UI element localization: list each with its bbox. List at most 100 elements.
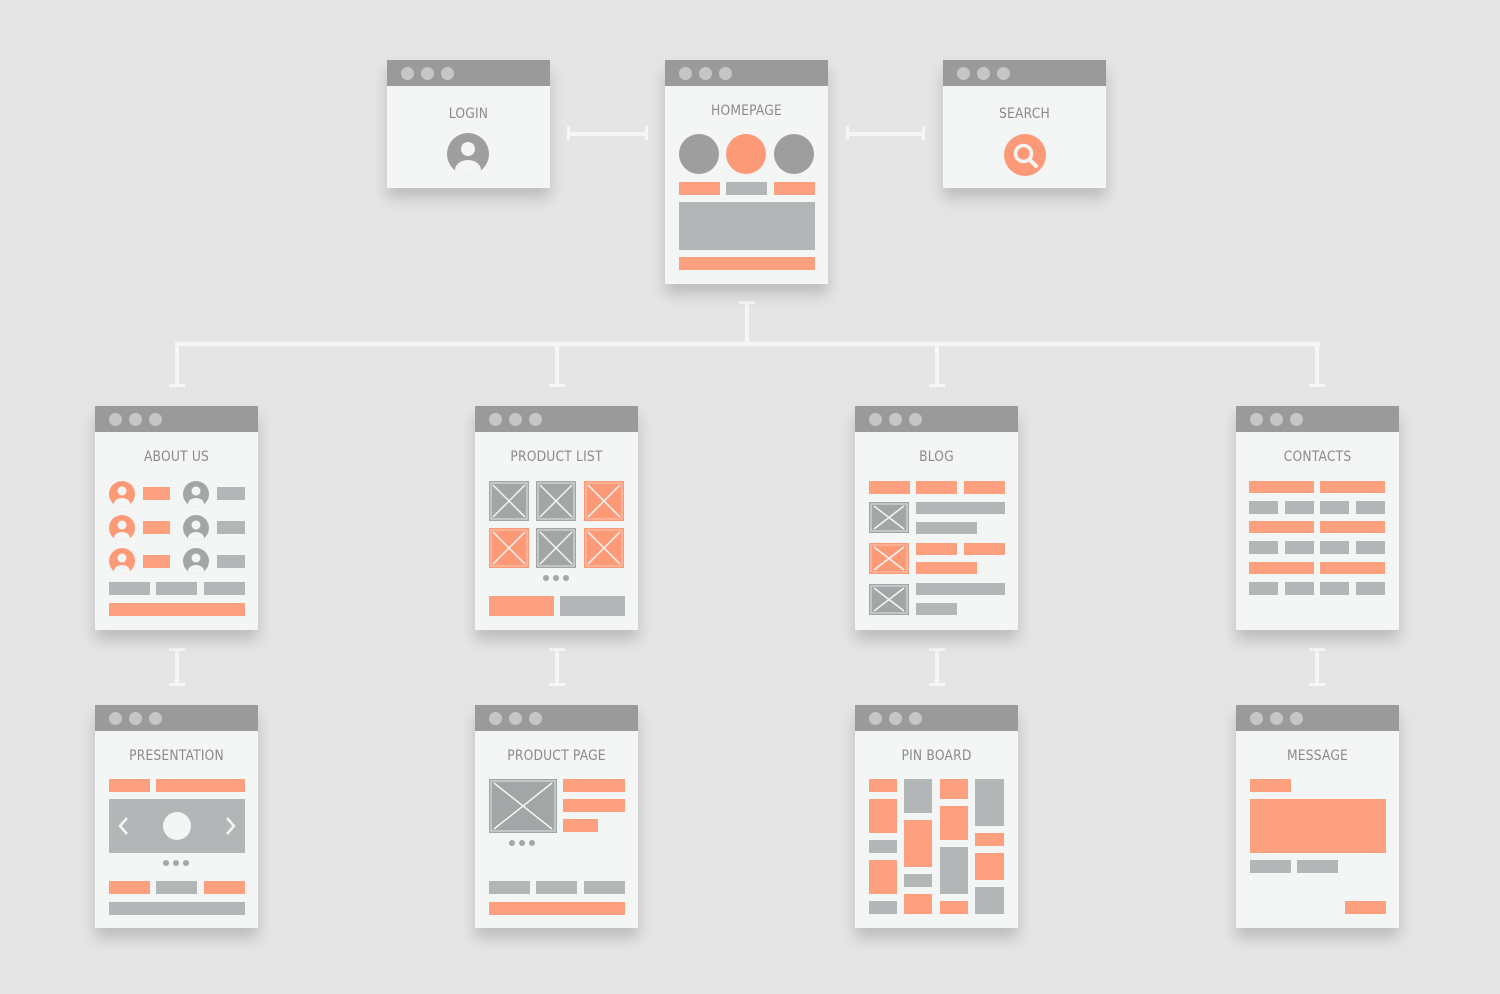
post-image-placeholder-icon (869, 543, 909, 574)
text-bar (204, 582, 245, 595)
label-bar (679, 182, 720, 195)
chevron-left-icon (118, 817, 128, 835)
contact-field-bar (1356, 582, 1385, 595)
name-bar (143, 555, 170, 568)
pin-card (869, 860, 897, 894)
team-member-avatar-icon (183, 481, 209, 507)
contact-heading-bar (1249, 562, 1314, 574)
pin-card (975, 887, 1004, 914)
pin-card (869, 901, 897, 914)
action-button-bar (560, 596, 625, 616)
footer-bar (109, 902, 245, 915)
product-page-window: PRODUCT PAGE (475, 705, 638, 928)
contact-field-bar (1285, 541, 1314, 554)
page-title: PRESENTATION (129, 748, 224, 764)
about-us-window: ABOUT US (95, 406, 258, 630)
pin-card (869, 779, 897, 792)
contacts-window: CONTACTS (1236, 406, 1399, 630)
image-placeholder-icon (536, 528, 576, 568)
image-placeholder-icon (584, 528, 624, 568)
product-info-bar (563, 819, 598, 832)
pin-card (869, 799, 897, 833)
contact-heading-bar (1320, 521, 1385, 533)
label-bar (774, 182, 815, 195)
blog-window: BLOG (855, 406, 1018, 630)
slideshow-area (109, 799, 245, 853)
window-titlebar (475, 705, 638, 731)
post-text-bar (916, 603, 957, 615)
heading-bar (109, 779, 150, 792)
page-title: CONTACTS (1283, 449, 1352, 465)
window-titlebar (475, 406, 638, 432)
pin-card (904, 820, 932, 867)
detail-bar (536, 881, 577, 894)
homepage-window: HOMEPAGE (665, 60, 828, 284)
post-text-bar (916, 502, 1005, 514)
contact-field-bar (1320, 582, 1349, 595)
name-bar (217, 487, 245, 500)
page-title: PIN BOARD (901, 748, 972, 764)
pin-card (975, 833, 1004, 846)
team-member-avatar-icon (109, 548, 135, 574)
post-image-placeholder-icon (869, 502, 909, 533)
post-text-bar (916, 583, 1005, 595)
contact-field-bar (1320, 541, 1349, 554)
contact-field-bar (1356, 501, 1385, 514)
window-titlebar (95, 406, 258, 432)
contact-field-bar (1249, 582, 1278, 595)
action-button-bar (489, 596, 554, 616)
field-bar (1297, 860, 1338, 873)
footer-bar (679, 257, 815, 270)
nav-bar (964, 481, 1005, 494)
post-text-bar (916, 543, 957, 555)
contact-field-bar (1285, 582, 1314, 595)
pin-card (940, 806, 968, 840)
post-text-bar (916, 562, 977, 574)
send-button-bar (1345, 901, 1386, 914)
window-titlebar (855, 705, 1018, 731)
window-titlebar (943, 60, 1106, 86)
text-bar (156, 582, 197, 595)
post-image-placeholder-icon (869, 584, 909, 615)
pin-card (904, 874, 932, 887)
team-member-avatar-icon (183, 548, 209, 574)
name-bar (217, 555, 245, 568)
page-title: ABOUT US (143, 449, 210, 465)
contact-field-bar (1249, 501, 1278, 514)
pin-card (940, 847, 968, 894)
window-titlebar (95, 705, 258, 731)
post-text-bar (916, 522, 977, 534)
name-bar (143, 487, 170, 500)
login-page-window: LOGIN (387, 60, 550, 188)
caption-bar (204, 881, 245, 894)
page-title: HOMEPAGE (711, 103, 782, 119)
pin-card (975, 779, 1004, 826)
contact-field-bar (1356, 541, 1385, 554)
footer-bar (109, 603, 245, 616)
page-title: LOGIN (448, 106, 489, 122)
window-titlebar (1236, 705, 1399, 731)
product-info-bar (563, 799, 625, 812)
detail-bar (489, 881, 530, 894)
contact-heading-bar (1249, 521, 1314, 533)
user-avatar-icon (447, 133, 489, 175)
nav-bar (869, 481, 910, 494)
pin-card (904, 779, 932, 813)
product-image-placeholder-icon (489, 779, 557, 833)
page-title: SEARCH (999, 106, 1050, 122)
chevron-right-icon (226, 817, 236, 835)
circle-placeholder (774, 134, 814, 174)
pin-card (940, 901, 968, 914)
message-body-area (1250, 799, 1386, 853)
detail-bar (584, 881, 625, 894)
contact-field-bar (1320, 501, 1349, 514)
team-member-avatar-icon (109, 515, 135, 541)
window-titlebar (855, 406, 1018, 432)
contact-field-bar (1249, 541, 1278, 554)
name-bar (217, 521, 245, 534)
pin-card (869, 840, 897, 853)
pin-card (975, 853, 1004, 880)
contact-heading-bar (1320, 481, 1385, 493)
window-titlebar (387, 60, 550, 86)
message-window: MESSAGE (1236, 705, 1399, 928)
